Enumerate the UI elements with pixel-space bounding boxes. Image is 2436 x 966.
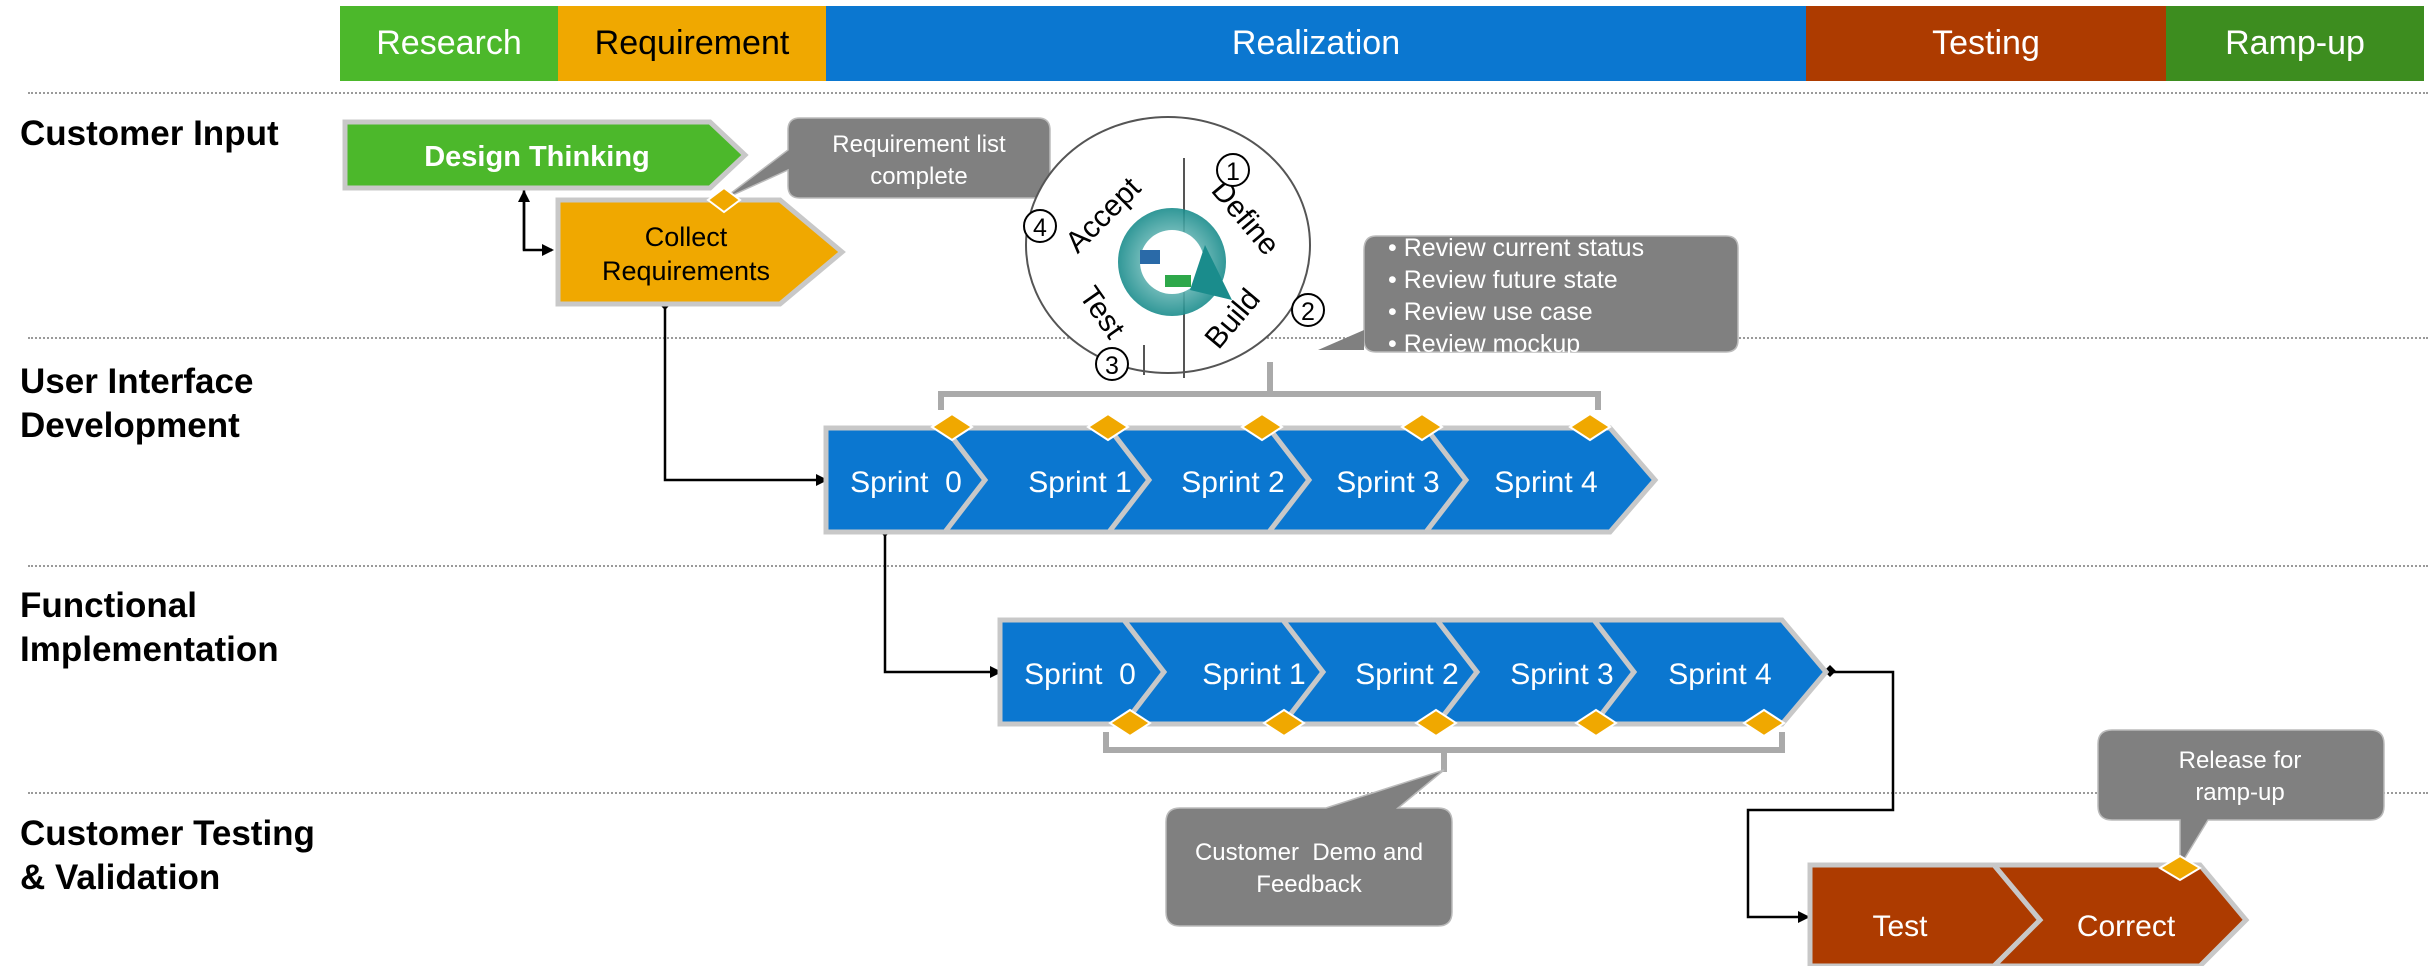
milestone-diamond [1086,412,1130,442]
callout-release-text-2: ramp-up [2195,779,2284,806]
milestone-diamond [1400,412,1444,442]
connector-design-to-collect [522,190,554,256]
phase-requirement: Requirement [558,6,826,81]
milestone-diamond [1414,708,1458,738]
func-sprint-0-label: Sprint 0 [1024,658,1136,691]
connector-collect-to-ui [663,305,828,486]
correct-label: Correct [2077,910,2176,943]
milestone-diamond [1108,708,1152,738]
svg-text:2: 2 [1301,298,1315,326]
func-milestones [1108,708,1786,738]
testing-chain: Test Correct [1807,862,2250,966]
callout-release-text-1: Release for [2179,747,2302,774]
milestone-diamond [1568,412,1612,442]
milestone-diamond [1742,708,1786,738]
ui-sprint-0-label: Sprint 0 [850,466,962,499]
func-sprint-bracket [1103,732,1785,772]
review-item: Review use case [1388,296,1644,328]
func-sprint-2-label: Sprint 2 [1355,658,1458,691]
func-sprint-3-label: Sprint 3 [1510,658,1613,691]
milestone-diamond [1240,412,1284,442]
connectors [518,190,1895,923]
milestone-diamond [1262,708,1306,738]
func-sprint-1-label: Sprint 1 [1202,658,1305,691]
connector-func-to-test [1746,670,1895,923]
lane-label-customer-testing: Customer Testing& Validation [20,814,315,897]
collect-label-1: Collect [645,222,728,252]
svg-text:3: 3 [1105,352,1119,380]
callout-demo-text-2: Feedback [1256,871,1362,898]
collect-requirements-shape: Collect Requirements [555,197,846,307]
milestone-release [2158,854,2202,882]
phase-realization: Realization [826,6,1806,81]
ui-sprint-4-label: Sprint 4 [1494,466,1597,499]
lane-label-customer-input: Customer Input [20,114,279,153]
svg-text:4: 4 [1033,214,1047,242]
ui-milestones [930,412,1612,442]
milestone-diamond [930,412,974,442]
ui-sprint-3-label: Sprint 3 [1336,466,1439,499]
review-item: Review future state [1388,264,1644,296]
func-sprint-4-label: Sprint 4 [1668,658,1771,691]
correct-shape [1988,862,2250,966]
callout-demo-text-1: Customer Demo and [1195,839,1423,866]
collect-label-2: Requirements [602,256,770,286]
func-sprint-chain: Sprint 0 Sprint 1 Sprint 2 Sprint 3 Spri… [997,617,1830,727]
phase-research: Research [340,6,558,81]
phase-ramp-up: Ramp-up [2166,6,2424,81]
ui-sprint-bracket [938,362,1601,410]
cycle-number-3: 3 [1095,347,1129,381]
cycle-number-4: 4 [1023,209,1057,243]
callout-req-text-1: Requirement list [832,131,1006,158]
callout-requirement-list: Requirement list complete [721,117,1051,201]
review-item: Review current status [1388,232,1644,264]
ui-sprint-chain: Sprint 0 Sprint 1 Sprint 2 Sprint 3 Spri… [823,425,1659,535]
svg-text:1: 1 [1226,158,1240,186]
cycle-number-1: 1 [1216,153,1250,187]
callout-customer-demo: Customer Demo and Feedback [1165,769,1453,927]
connector-ui-to-func [883,532,1002,678]
test-label: Test [1872,910,1928,943]
milestone-requirement [706,186,742,214]
review-list: Review current status Review future stat… [1388,232,1644,360]
ui-sprint-1-label: Sprint 1 [1028,466,1131,499]
design-thinking-shape: Design Thinking [342,119,749,191]
agile-cycle: Define Build Test Accept 1 2 3 4 [1023,116,1325,381]
callout-req-text-2: complete [870,163,967,190]
milestone-diamond [1574,708,1618,738]
phase-testing: Testing [1806,6,2166,81]
ui-sprint-2-label: Sprint 2 [1181,466,1284,499]
design-thinking-label: Design Thinking [424,141,650,173]
lane-separator [28,792,2428,794]
cycle-number-2: 2 [1291,293,1325,327]
review-item: Review mockup [1388,328,1644,360]
cycle-swirl-icon [1118,208,1232,316]
lane-separator [28,92,2428,94]
lane-separator [28,565,2428,567]
callout-release: Release for ramp-up [2097,729,2385,869]
